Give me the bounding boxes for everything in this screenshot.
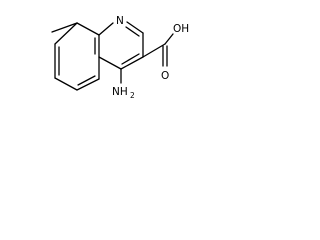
- bond-n1-c2-inner: [125, 26, 140, 37]
- bond-c7-methyl: [51, 22, 78, 33]
- chemical-structure-diagram: N NH 2 OH O: [51, 15, 189, 100]
- bond-c8a-n1: [98, 22, 114, 36]
- amino-n-label: NH: [112, 86, 128, 98]
- bond-c4a-c5-inner: [77, 75, 96, 86]
- bond-c3-c4-inner: [121, 53, 140, 65]
- bond-c7-ring: [54, 22, 78, 45]
- bond-carboxyl-oh: [164, 33, 174, 45]
- bond-c3-c4: [120, 56, 144, 70]
- bond-n1-c2: [126, 21, 144, 34]
- carbonyl-oxygen-label: O: [161, 70, 169, 82]
- hydroxyl-label: OH: [173, 23, 189, 35]
- bond-c4-c4a: [98, 56, 122, 70]
- amino-h-count-label: 2: [130, 91, 135, 100]
- bond-c4a-c5: [76, 78, 100, 91]
- ring-nitrogen-label: N: [116, 15, 124, 27]
- bond-c5-c6: [54, 77, 78, 91]
- bond-c7-c8: [76, 22, 100, 36]
- bond-c3-carboxyl: [142, 43, 166, 58]
